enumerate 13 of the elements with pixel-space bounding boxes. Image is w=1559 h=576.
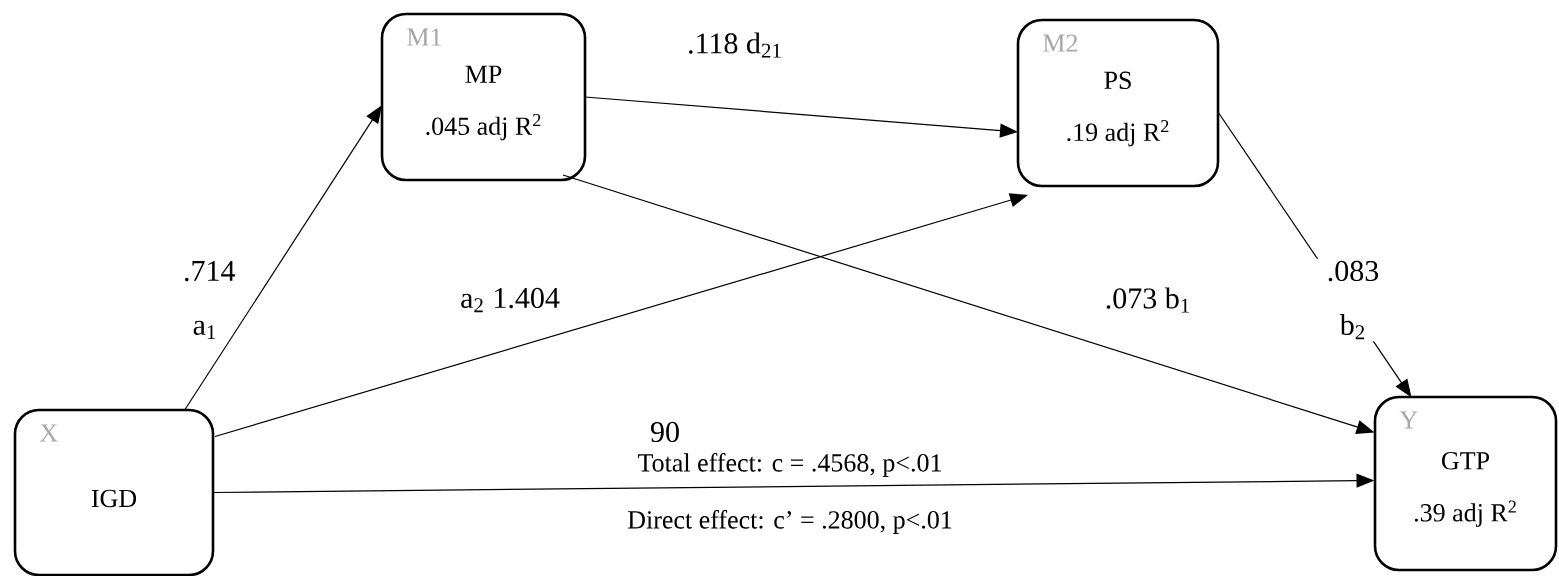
edge-label: Total effect: c = .4568, p<.01 (635, 451, 945, 479)
edge-label: .714 a$_{1}$ (181, 258, 236, 342)
edge-label: .083 b$_{2}$ (1311, 258, 1395, 342)
variable-box: M2 PS .19 adj R$^{2}$ (1016, 18, 1220, 188)
variable-box: Y GTP .39 adj R$^{2}$ (1373, 395, 1558, 572)
arrow (184, 105, 382, 411)
variable-box: M1 MP .045 adj R$^{2}$ (380, 12, 587, 182)
note-text: Direct effect: c’ = .2800, p<.01 (628, 510, 952, 534)
edge-label: a$_{2}$ 1.404 (458, 285, 562, 315)
edge-label: .118 d$_{21}$ (685, 30, 785, 60)
note-text: 90 (651, 421, 679, 443)
variable-box: X IGD (13, 408, 215, 576)
edge-label: .073 b$_{1}$ (1102, 285, 1194, 315)
